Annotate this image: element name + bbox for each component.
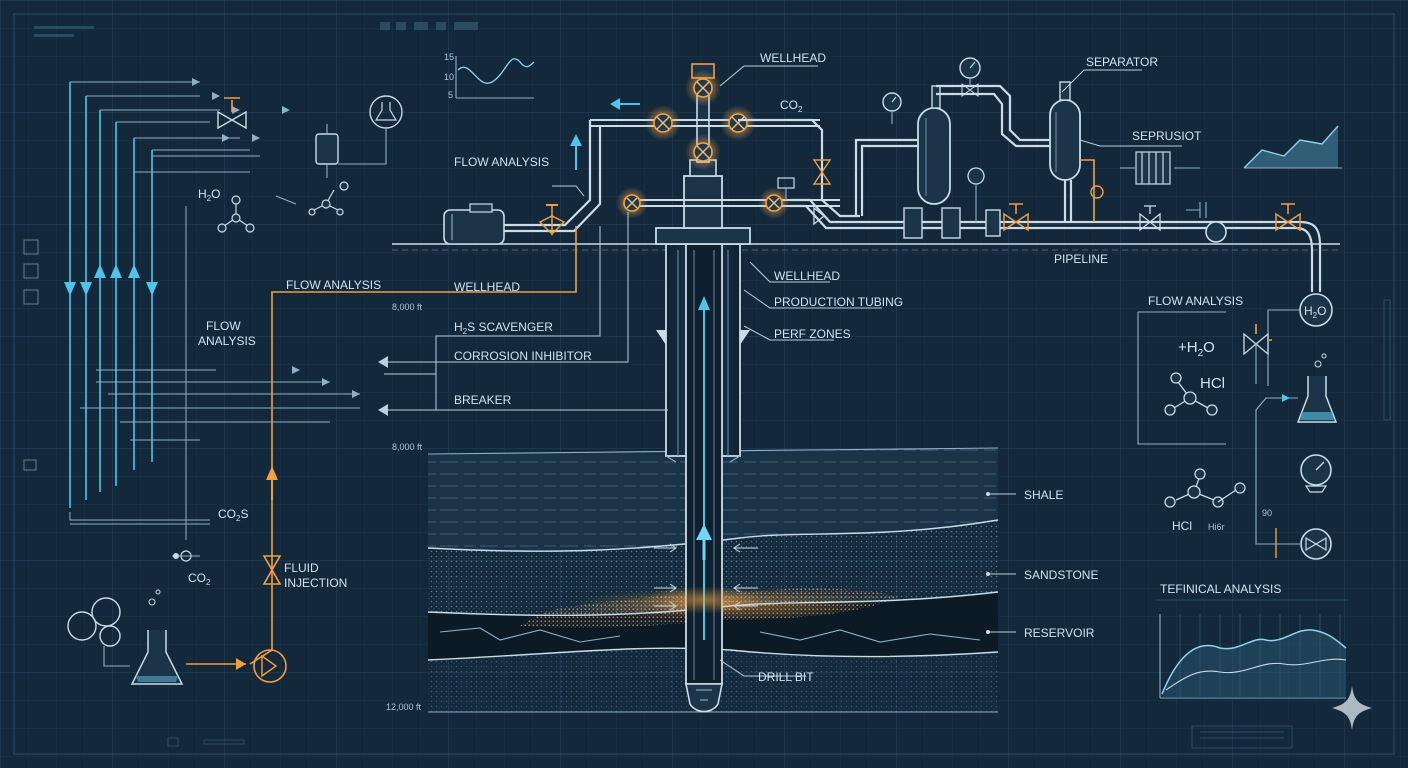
corner-decor-top-left (34, 22, 478, 37)
pump-icon (1205, 221, 1227, 243)
pump-icon (443, 209, 505, 245)
molecule-icon (217, 181, 349, 233)
label-flow-analysis-mid: FLOW ANALYSIS (286, 278, 381, 292)
mini-chart-top (455, 56, 535, 99)
label-corrosion-inhibitor: CORROSION INHIBITOR (454, 349, 592, 363)
label-wellhead-mid: WELLHEAD (454, 280, 520, 294)
label-reservoir: RESERVOIR (1024, 626, 1095, 640)
tick-90: 90 (1262, 508, 1272, 518)
surface-piping (443, 57, 1322, 292)
label-technical-analysis: TEFINICAL ANALYSIS (1160, 582, 1281, 596)
tick-15: 15 (444, 52, 454, 62)
label-co2-top: CO2 (780, 98, 803, 114)
label-drill-bit: DRILL BIT (758, 670, 814, 684)
label-co2-bottom: CO2 (188, 571, 211, 587)
right-schematic (1137, 293, 1338, 560)
flask-icon (1296, 376, 1338, 423)
label-pipeline: PIPELINE (1054, 252, 1108, 266)
filter-bank-icon (1135, 151, 1171, 185)
technical-analysis-chart (1156, 599, 1348, 699)
label-hicr: Hi6r (1208, 522, 1225, 532)
label-plus-h2o: +H2O (1178, 339, 1215, 359)
tick-5: 5 (448, 90, 453, 100)
formation-layers (427, 447, 999, 713)
sparkle-icon (1332, 686, 1372, 730)
mini-chart-top-right (1243, 125, 1342, 169)
label-flow-left-1: FLOW (206, 319, 241, 333)
label-wellhead-top: WELLHEAD (760, 51, 826, 65)
injection-lines (186, 212, 668, 683)
label-sandstone: SANDSTONE (1024, 568, 1098, 582)
label-breaker: BREAKER (454, 393, 512, 407)
label-flow-left-2: ANALYSIS (198, 334, 256, 348)
wellbore (644, 243, 764, 713)
separator-vessel (917, 107, 951, 205)
gauge-icon (967, 167, 985, 185)
tick-10: 10 (444, 72, 454, 82)
label-depth-1: 8,000 ft (392, 302, 423, 312)
lab-beakers (67, 550, 200, 685)
label-depth-2: 8,000 ft (392, 442, 423, 452)
label-fluid-injection-1: FLUID (284, 561, 319, 575)
label-fluid-injection-2: INJECTION (284, 576, 347, 590)
label-flow-analysis-right: FLOW ANALYSIS (1148, 294, 1243, 308)
footer-decor (167, 299, 1391, 749)
label-perf-zones: PERF ZONES (774, 327, 851, 341)
vessel-icon (315, 133, 339, 165)
label-co2s: CO2S (218, 507, 248, 523)
label-flow-analysis-top: FLOW ANALYSIS (454, 155, 549, 169)
label-sepruisiot: SEPRUSIOT (1132, 129, 1202, 143)
label-production-tubing: PRODUCTION TUBING (774, 295, 903, 309)
valve-icon (538, 214, 566, 236)
label-h2o-circle: H2O (1304, 304, 1326, 320)
separator-vessel (1049, 99, 1081, 181)
label-hcl-2: HCl (1172, 519, 1192, 533)
label-leaders (552, 65, 1182, 677)
label-shale: SHALE (1024, 488, 1063, 502)
label-hcl-1: HCl (1200, 375, 1225, 392)
drill-bit-icon (685, 683, 723, 713)
pump-icon (253, 649, 287, 683)
label-separator: SEPARATOR (1086, 55, 1158, 69)
label-depth-3: 12,000 ft (386, 702, 422, 712)
flask-icon (130, 630, 184, 685)
molecule-icon (1164, 372, 1246, 508)
injection-valve-icon (262, 555, 282, 585)
label-h2s-scavenger: H2S SCAVENGER (454, 320, 553, 336)
label-wellhead-right: WELLHEAD (774, 269, 840, 283)
label-h2o-left: H2O (198, 187, 220, 203)
wellhead-tree (590, 63, 840, 245)
valve-icon (217, 110, 247, 130)
text-labels: WELLHEAD CO2 SEPARATOR SEPRUSIOT PIPELIN… (188, 51, 1326, 712)
left-flow-schematic (23, 78, 403, 540)
